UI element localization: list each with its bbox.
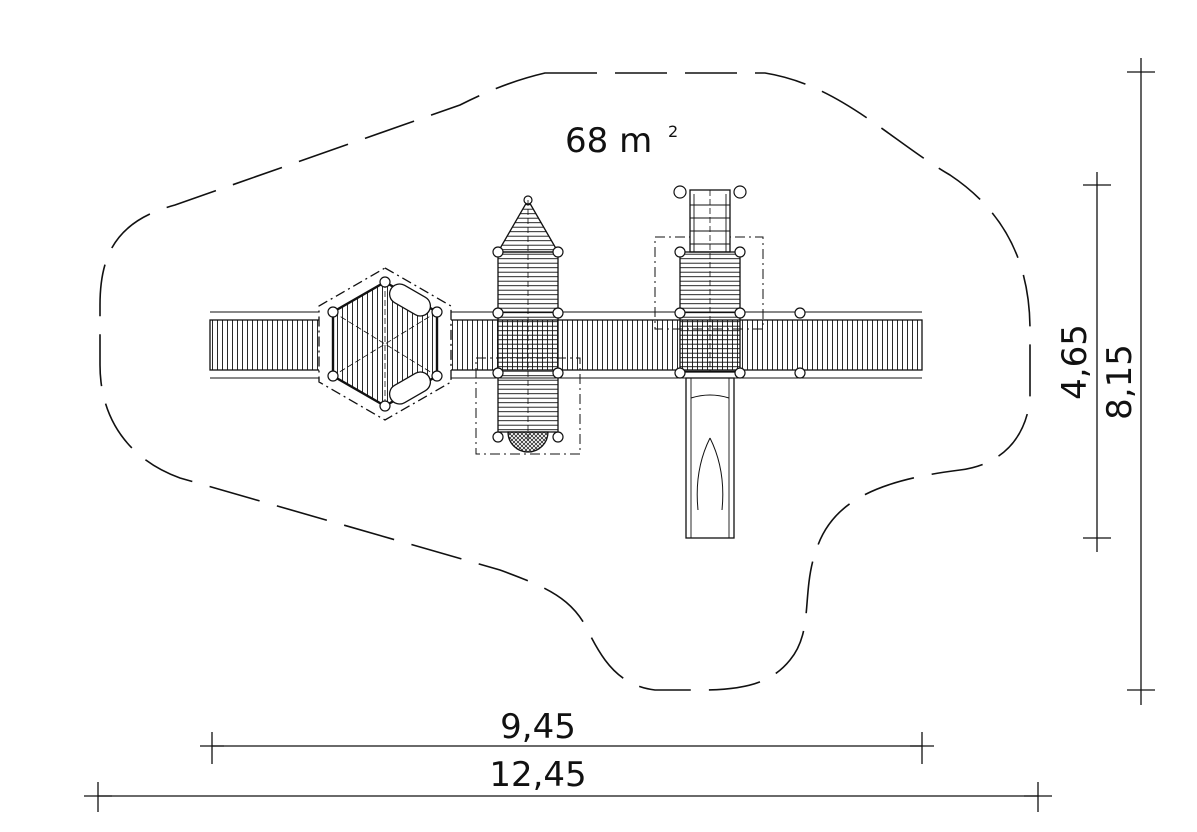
- footprint-depth-label: 4,65: [1055, 324, 1095, 400]
- area-exponent: 2: [668, 122, 678, 141]
- safety-zone-outline: [99, 72, 1031, 691]
- ladder-tower: [654, 185, 806, 379]
- total-depth-label: 8,15: [1100, 344, 1140, 420]
- footprint-width-label: 9,45: [500, 707, 576, 747]
- slide: [685, 377, 735, 539]
- total-width-dimension: [84, 782, 1052, 812]
- footprint-width-dimension: [200, 732, 934, 764]
- total-width-label: 12,45: [489, 755, 586, 795]
- footprint-depth-dimension: [1083, 172, 1111, 552]
- total-depth-dimension: [1127, 58, 1155, 705]
- hexagon-tower: [318, 267, 452, 421]
- roof-tower: [475, 195, 581, 455]
- walkway-bridge: [209, 311, 923, 379]
- area-label: 68 m: [565, 121, 652, 161]
